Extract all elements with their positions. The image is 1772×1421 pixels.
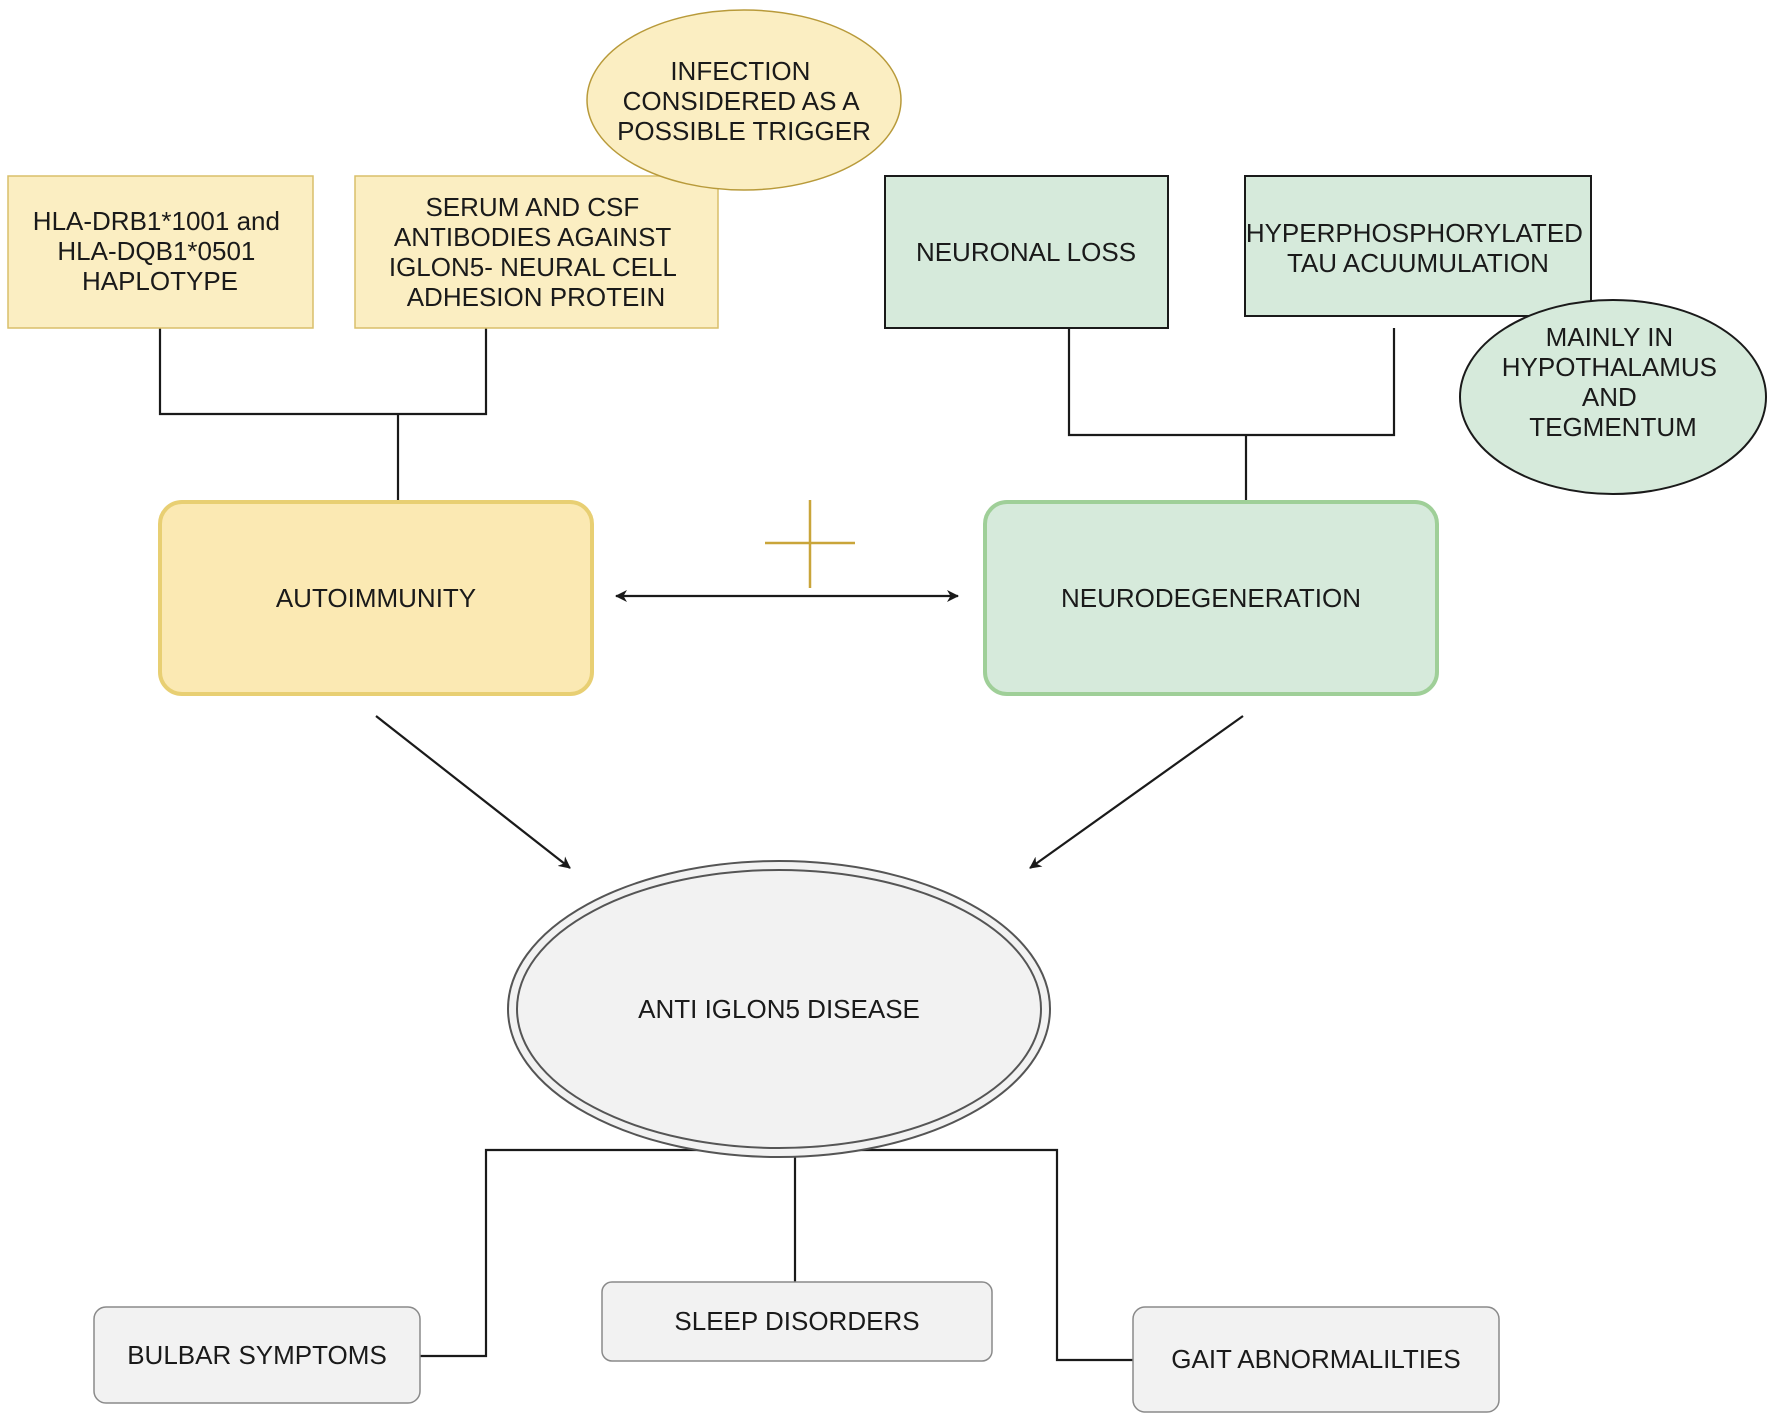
connector-haplotype-autoimmunity (158, 328, 488, 416)
connectors (158, 328, 1396, 1362)
connector-disease-gait (795, 1148, 1133, 1362)
node-neurodegeneration-label: NEURODEGENERATION (1061, 583, 1361, 613)
node-autoimmunity: AUTOIMMUNITY (158, 500, 594, 696)
plus-icon (765, 500, 855, 588)
node-tau-label: HYPERPHOSPHORYLATED TAU ACUUMULATION (1246, 218, 1590, 278)
node-location: MAINLY IN HYPOTHALAMUS AND TEGMENTUM (1459, 299, 1767, 495)
node-neurodegeneration: NEURODEGENERATION (983, 500, 1439, 696)
connector-neuronal-tau (1067, 328, 1396, 437)
node-sleep: SLEEP DISORDERS (601, 1281, 993, 1362)
node-bulbar-label: BULBAR SYMPTOMS (127, 1340, 387, 1370)
node-gait: GAIT ABNORMALILTIES (1132, 1306, 1500, 1413)
connector-disease-bulbar (420, 1148, 795, 1358)
node-antibodies-label: SERUM AND CSF ANTIBODIES AGAINST IGLON5-… (389, 192, 683, 312)
node-autoimmunity-label: AUTOIMMUNITY (276, 583, 476, 613)
node-disease-label: ANTI IGLON5 DISEASE (638, 994, 920, 1024)
node-infection-label: INFECTION CONSIDERED AS A POSSIBLE TRIGG… (617, 56, 871, 146)
node-bulbar: BULBAR SYMPTOMS (93, 1306, 421, 1404)
node-antibodies: SERUM AND CSF ANTIBODIES AGAINST IGLON5-… (354, 175, 719, 329)
node-gait-label: GAIT ABNORMALILTIES (1171, 1344, 1460, 1374)
node-haplotype: HLA-DRB1*1001 and HLA-DQB1*0501 HAPLOTYP… (7, 175, 314, 329)
node-haplotype-label: HLA-DRB1*1001 and HLA-DQB1*0501 HAPLOTYP… (33, 206, 287, 296)
node-sleep-label: SLEEP DISORDERS (674, 1306, 919, 1336)
node-tau: HYPERPHOSPHORYLATED TAU ACUUMULATION (1244, 175, 1592, 317)
node-neuronal-loss-label: NEURONAL LOSS (916, 237, 1136, 267)
node-disease: ANTI IGLON5 DISEASE (507, 860, 1051, 1158)
arrow-autoimmunity-to-disease (375, 715, 571, 869)
node-location-label: MAINLY IN HYPOTHALAMUS AND TEGMENTUM (1502, 322, 1725, 442)
node-neuronal-loss: NEURONAL LOSS (884, 175, 1169, 329)
arrow-neurodegeneration-to-disease (1029, 715, 1244, 869)
node-infection: INFECTION CONSIDERED AS A POSSIBLE TRIGG… (586, 9, 902, 191)
